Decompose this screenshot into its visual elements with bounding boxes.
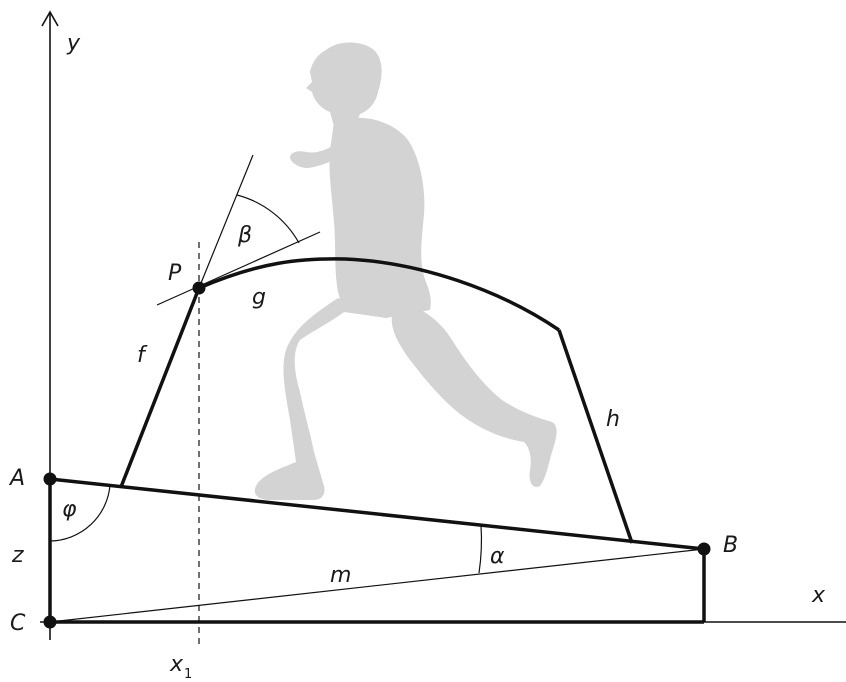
curve-f — [119, 287, 201, 488]
runner-back-leg — [391, 300, 557, 487]
angle-alpha-label: α — [490, 544, 505, 569]
y-axis-label: y — [66, 31, 81, 56]
point-P — [192, 281, 206, 295]
height-z-label: z — [11, 543, 24, 568]
curve-g-label: g — [252, 285, 266, 310]
point-B — [697, 542, 711, 556]
segment-m-label: m — [330, 563, 351, 588]
runner-silhouette — [254, 42, 557, 500]
curve-h-label: h — [606, 407, 620, 432]
angle-phi-label: φ — [62, 497, 77, 522]
point-A — [43, 472, 57, 486]
x-axis-label: x — [811, 583, 826, 608]
runner-front-arm — [376, 160, 417, 256]
segment-AB — [49, 477, 705, 551]
tangent-line — [156, 231, 321, 306]
point-A-label: A — [8, 466, 25, 491]
x1-subscript: 1 — [184, 667, 192, 682]
point-C — [43, 615, 57, 629]
angle-alpha-arc — [478, 524, 483, 574]
point-C-label: C — [10, 611, 26, 636]
angle-beta-label: β — [237, 223, 252, 248]
x1-label: x — [169, 652, 184, 677]
segment-m — [49, 548, 705, 623]
point-P-label: P — [168, 261, 182, 286]
point-B-label: B — [723, 533, 738, 558]
curve-f-label: f — [137, 343, 148, 368]
curve-h — [557, 329, 634, 544]
angle-beta-arc — [236, 194, 300, 244]
curve-g — [198, 257, 560, 332]
beta-ray — [198, 154, 254, 289]
runner-front-leg — [254, 298, 354, 500]
angle-phi-arc — [49, 484, 111, 542]
y-axis-arrowhead — [41, 10, 59, 27]
runner-head — [306, 42, 382, 126]
runner-back-arm — [290, 142, 350, 168]
